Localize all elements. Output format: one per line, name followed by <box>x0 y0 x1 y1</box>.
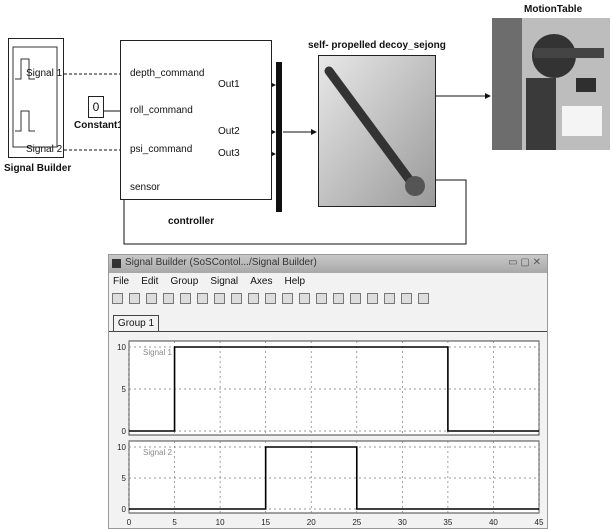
signal-1-axes <box>128 340 540 436</box>
signal-1-ytick-label: 10 <box>117 343 126 352</box>
signal-1-label: Signal 1 <box>143 348 172 357</box>
pulse-signal-icon[interactable] <box>265 293 276 304</box>
constant-block[interactable]: 0 <box>88 96 104 118</box>
constant-label: Constant1 <box>74 120 123 131</box>
motion-table-label: MotionTable <box>524 4 583 15</box>
signal-2-label: Signal 2 <box>143 448 172 457</box>
controller-input-depth: depth_command <box>130 68 205 79</box>
xtick-label: 45 <box>535 518 544 527</box>
controller-input-sensor: sensor <box>130 182 161 193</box>
xtick-label: 0 <box>127 518 132 527</box>
xtick-label: 20 <box>307 518 316 527</box>
undo-icon[interactable] <box>197 293 208 304</box>
decoy-label: self- propelled decoy_sejong <box>308 40 446 51</box>
signal-builder-icon <box>12 46 58 148</box>
signal-2-ytick-label: 5 <box>122 474 127 483</box>
app-icon <box>112 259 121 268</box>
redo-icon[interactable] <box>214 293 225 304</box>
signal-1-line <box>129 346 539 432</box>
menu-help[interactable]: Help <box>284 276 306 287</box>
window-titlebar[interactable]: Signal Builder (SoSContol.../Signal Buil… <box>109 255 547 273</box>
controller-output-3: Out3 <box>218 148 240 159</box>
step-signal-icon[interactable] <box>248 293 259 304</box>
fit-icon[interactable] <box>333 293 344 304</box>
toolbar <box>109 289 547 307</box>
controller-block[interactable] <box>120 40 272 200</box>
cut-icon[interactable] <box>146 293 157 304</box>
signal-1-ytick-label: 5 <box>122 385 127 394</box>
play-icon[interactable] <box>350 293 361 304</box>
signal2-port-label: Signal 2 <box>26 144 63 155</box>
menu-edit[interactable]: Edit <box>141 276 159 287</box>
decoy-block[interactable] <box>318 55 436 207</box>
controller-label: controller <box>168 216 215 227</box>
motion-table-image <box>492 18 610 150</box>
constant-signal-icon[interactable] <box>231 293 242 304</box>
xtick-label: 30 <box>398 518 407 527</box>
xtick-label: 5 <box>172 518 177 527</box>
menu-file[interactable]: File <box>113 276 130 287</box>
xtick-label: 35 <box>443 518 452 527</box>
simulate-icon[interactable] <box>384 293 395 304</box>
signal-2-axes <box>128 440 540 514</box>
motion-table-block[interactable] <box>492 18 610 150</box>
window-title: Signal Builder (SoSContol.../Signal Buil… <box>125 257 317 268</box>
xtick-label: 10 <box>216 518 225 527</box>
group-icon[interactable] <box>282 293 293 304</box>
signal-builder-window: Signal Builder (SoSContol.../Signal Buil… <box>108 254 548 529</box>
menu-group[interactable]: Group <box>170 276 199 287</box>
save-icon[interactable] <box>129 293 140 304</box>
menu-axes[interactable]: Axes <box>250 276 273 287</box>
help-icon[interactable] <box>418 293 429 304</box>
menu-signal[interactable]: Signal <box>210 276 239 287</box>
signal-builder-label: Signal Builder <box>4 163 72 174</box>
decoy-image <box>319 56 435 206</box>
xtick-label: 40 <box>489 518 498 527</box>
mux-block[interactable] <box>276 62 282 212</box>
open-icon[interactable] <box>112 293 123 304</box>
copy-icon[interactable] <box>163 293 174 304</box>
xtick-label: 25 <box>352 518 361 527</box>
controller-output-1: Out1 <box>218 79 240 90</box>
signal-builder-block[interactable] <box>8 38 64 158</box>
paste-icon[interactable] <box>180 293 191 304</box>
show-block-icon[interactable] <box>401 293 412 304</box>
signal1-port-label: Signal 1 <box>26 68 63 79</box>
tab-divider <box>109 331 547 332</box>
signal-2-ytick-label: 10 <box>117 443 126 452</box>
signal-2-line <box>129 446 539 510</box>
stop-icon[interactable] <box>367 293 378 304</box>
zoom-icon[interactable] <box>299 293 310 304</box>
controller-input-psi: psi_command <box>130 144 193 155</box>
signal-1-ytick-label: 0 <box>122 427 127 436</box>
xtick-label: 15 <box>261 518 270 527</box>
zoom-x-icon[interactable] <box>316 293 327 304</box>
tab-group-1[interactable]: Group 1 <box>113 315 159 332</box>
controller-input-roll: roll_command <box>130 105 193 116</box>
window-controls-icon[interactable]: ▭ ▢ ✕ <box>508 257 541 268</box>
menu-row: File Edit Group Signal Axes Help <box>113 275 314 287</box>
menubar: File Edit Group Signal Axes Help <box>109 273 547 289</box>
controller-output-2: Out2 <box>218 126 240 137</box>
signal-2-ytick-label: 0 <box>122 505 127 514</box>
